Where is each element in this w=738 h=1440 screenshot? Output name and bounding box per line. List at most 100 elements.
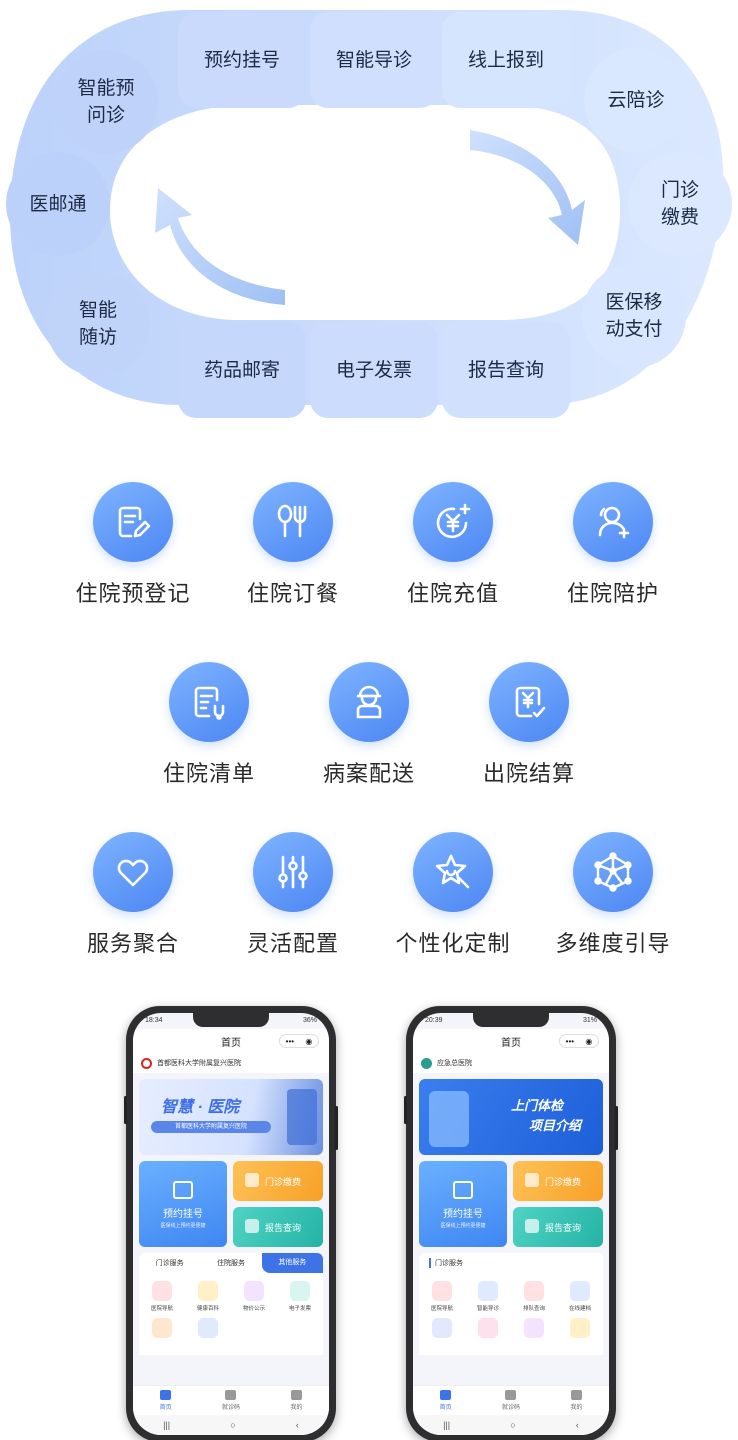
feature-meal-order[interactable]: 住院订餐 bbox=[213, 482, 373, 608]
card-appointment[interactable]: 预约挂号 医保线上预约更便捷 bbox=[139, 1161, 227, 1247]
tab-home[interactable]: 首页 bbox=[133, 1386, 198, 1415]
feature-personalization[interactable]: 个性化定制 bbox=[373, 832, 533, 958]
flow-node-outpatient-pay: 门诊缴费 bbox=[628, 152, 732, 256]
service-health-wiki[interactable]: 健康百科 bbox=[185, 1281, 231, 1315]
banner-illustration bbox=[287, 1089, 317, 1145]
feature-bill-list[interactable]: 住院清单 bbox=[129, 662, 289, 788]
hospital-name: 首都医科大学附属复兴医院 bbox=[157, 1060, 241, 1067]
home-circle-icon[interactable]: ○ bbox=[510, 1420, 516, 1430]
feature-service-aggregation[interactable]: 服务聚合 bbox=[53, 832, 213, 958]
card-outpatient-pay[interactable]: 门诊缴费 bbox=[233, 1161, 323, 1201]
phone-mockup-emergency: 20:39 31% 首页 ••• ◉ 应急总医院 上门体检 项目介绍 预约挂号 医… bbox=[404, 1006, 618, 1440]
tab-home[interactable]: 首页 bbox=[413, 1386, 478, 1415]
flow-node-label: 门诊缴费 bbox=[660, 180, 699, 228]
flow-node-label: 药品邮寄 bbox=[203, 359, 280, 381]
back-icon[interactable]: ‹ bbox=[575, 1420, 579, 1430]
service-item-5[interactable] bbox=[419, 1318, 465, 1352]
home-icon bbox=[440, 1390, 452, 1400]
hospital-name: 应急总医院 bbox=[437, 1060, 472, 1067]
service-item-6[interactable] bbox=[465, 1318, 511, 1352]
service-e-invoice[interactable]: 电子发票 bbox=[277, 1281, 323, 1315]
feature-label: 出院结算 bbox=[482, 761, 575, 786]
feature-escort[interactable]: 住院陪护 bbox=[533, 482, 693, 608]
hospital-logo-icon bbox=[141, 1057, 152, 1069]
feature-recharge[interactable]: 住院充值 bbox=[373, 482, 533, 608]
tab-mine[interactable]: 我的 bbox=[264, 1386, 329, 1415]
book-icon bbox=[198, 1281, 218, 1301]
service-hospital-nav[interactable]: 医院导航 bbox=[139, 1281, 185, 1315]
price-icon bbox=[244, 1281, 264, 1301]
mini-program-capsule[interactable]: ••• ◉ bbox=[279, 1034, 319, 1048]
service-queue-query[interactable]: 排队查询 bbox=[511, 1281, 557, 1315]
recent-apps-icon[interactable]: ||| bbox=[163, 1420, 171, 1430]
yuan-recharge-icon bbox=[413, 482, 493, 562]
card-report[interactable]: 报告查询 bbox=[233, 1207, 323, 1247]
card-appointment[interactable]: 预约挂号 医保线上预约更便捷 bbox=[419, 1161, 507, 1247]
service-item-7[interactable] bbox=[511, 1318, 557, 1352]
flow-node-medical-mail: 医邮通 bbox=[6, 152, 110, 256]
wallet-icon bbox=[245, 1173, 259, 1187]
tab-inpatient[interactable]: 住院服务 bbox=[216, 1260, 245, 1267]
service-hospital-nav[interactable]: 医院导航 bbox=[419, 1281, 465, 1315]
feature-multi-guidance[interactable]: 多维度引导 bbox=[533, 832, 693, 958]
more-icon[interactable]: ••• bbox=[565, 1036, 575, 1046]
feature-pre-registration[interactable]: 住院预登记 bbox=[53, 482, 213, 608]
service-grid: 医院导航 智能导诊 排队查询 在线建档 bbox=[419, 1273, 603, 1355]
qr-code-icon bbox=[225, 1390, 237, 1400]
status-bar: 20:39 31% bbox=[413, 1013, 609, 1029]
flow-node-label: 医保移动支付 bbox=[605, 292, 663, 340]
flow-node-label: 云陪诊 bbox=[607, 89, 665, 111]
tab-visit-code[interactable]: 就诊码 bbox=[198, 1386, 263, 1415]
card-title: 报告查询 bbox=[545, 1222, 582, 1233]
card-outpatient-pay[interactable]: 门诊缴费 bbox=[513, 1161, 603, 1201]
report-icon bbox=[245, 1219, 259, 1233]
card-title: 预约挂号 bbox=[443, 1209, 483, 1220]
flow-node-e-invoice: 电子发票 bbox=[310, 322, 438, 418]
bottom-tab-bar: 首页 就诊码 我的 bbox=[133, 1385, 329, 1415]
service-price-notice[interactable]: 物价公示 bbox=[231, 1281, 277, 1315]
hospital-logo-icon bbox=[421, 1057, 432, 1069]
location-icon bbox=[152, 1281, 172, 1301]
id-card-icon bbox=[570, 1281, 590, 1301]
tab-mine[interactable]: 我的 bbox=[544, 1386, 609, 1415]
notch bbox=[473, 1013, 549, 1027]
flow-node-label: 智能导诊 bbox=[335, 49, 412, 71]
service-smart-guide[interactable]: 智能导诊 bbox=[465, 1281, 511, 1315]
home-circle-icon[interactable]: ○ bbox=[230, 1420, 236, 1430]
banner[interactable]: 智慧 · 医院 首都医科大学附属复兴医院 bbox=[139, 1079, 323, 1155]
more-icon[interactable]: ••• bbox=[285, 1036, 295, 1046]
nurse-icon bbox=[329, 662, 409, 742]
feature-flexible-config[interactable]: 灵活配置 bbox=[213, 832, 373, 958]
user-add-icon bbox=[573, 482, 653, 562]
tab-visit-code[interactable]: 就诊码 bbox=[478, 1386, 543, 1415]
recent-apps-icon[interactable]: ||| bbox=[443, 1420, 451, 1430]
back-icon[interactable]: ‹ bbox=[295, 1420, 299, 1430]
feature-label: 多维度引导 bbox=[555, 931, 671, 956]
service-item-8[interactable] bbox=[557, 1318, 603, 1352]
flow-node-label: 电子发票 bbox=[335, 359, 412, 381]
flow-node-mobile-insurance-pay: 医保移动支付 bbox=[582, 264, 686, 368]
feature-label: 住院预登记 bbox=[75, 581, 191, 606]
card-report[interactable]: 报告查询 bbox=[513, 1207, 603, 1247]
banner-subtitle: 首都医科大学附属复兴医院 bbox=[151, 1121, 271, 1133]
close-circle-icon[interactable]: ◉ bbox=[585, 1036, 593, 1046]
banner[interactable]: 上门体检 项目介绍 bbox=[419, 1079, 603, 1155]
tab-other[interactable]: 其他服务 bbox=[261, 1253, 323, 1273]
wallet-icon bbox=[525, 1173, 539, 1187]
grid-icon bbox=[198, 1318, 218, 1338]
service-item-6[interactable] bbox=[185, 1318, 231, 1352]
hospital-header: 应急总医院 bbox=[413, 1053, 609, 1073]
flow-node-drug-mail: 药品邮寄 bbox=[178, 322, 306, 418]
location-icon bbox=[432, 1281, 452, 1301]
status-time: 18:34 bbox=[145, 1017, 163, 1024]
feature-discharge-settlement[interactable]: 出院结算 bbox=[449, 662, 609, 788]
service-item-5[interactable] bbox=[139, 1318, 185, 1352]
service-online-file[interactable]: 在线建档 bbox=[557, 1281, 603, 1315]
status-time: 20:39 bbox=[425, 1017, 443, 1024]
card-subtitle: 医保线上预约更便捷 bbox=[440, 1223, 486, 1229]
tab-outpatient[interactable]: 门诊服务 bbox=[155, 1260, 184, 1267]
feature-record-delivery[interactable]: 病案配送 bbox=[289, 662, 449, 788]
mini-program-capsule[interactable]: ••• ◉ bbox=[559, 1034, 599, 1048]
close-circle-icon[interactable]: ◉ bbox=[305, 1036, 313, 1046]
robot-icon bbox=[478, 1281, 498, 1301]
